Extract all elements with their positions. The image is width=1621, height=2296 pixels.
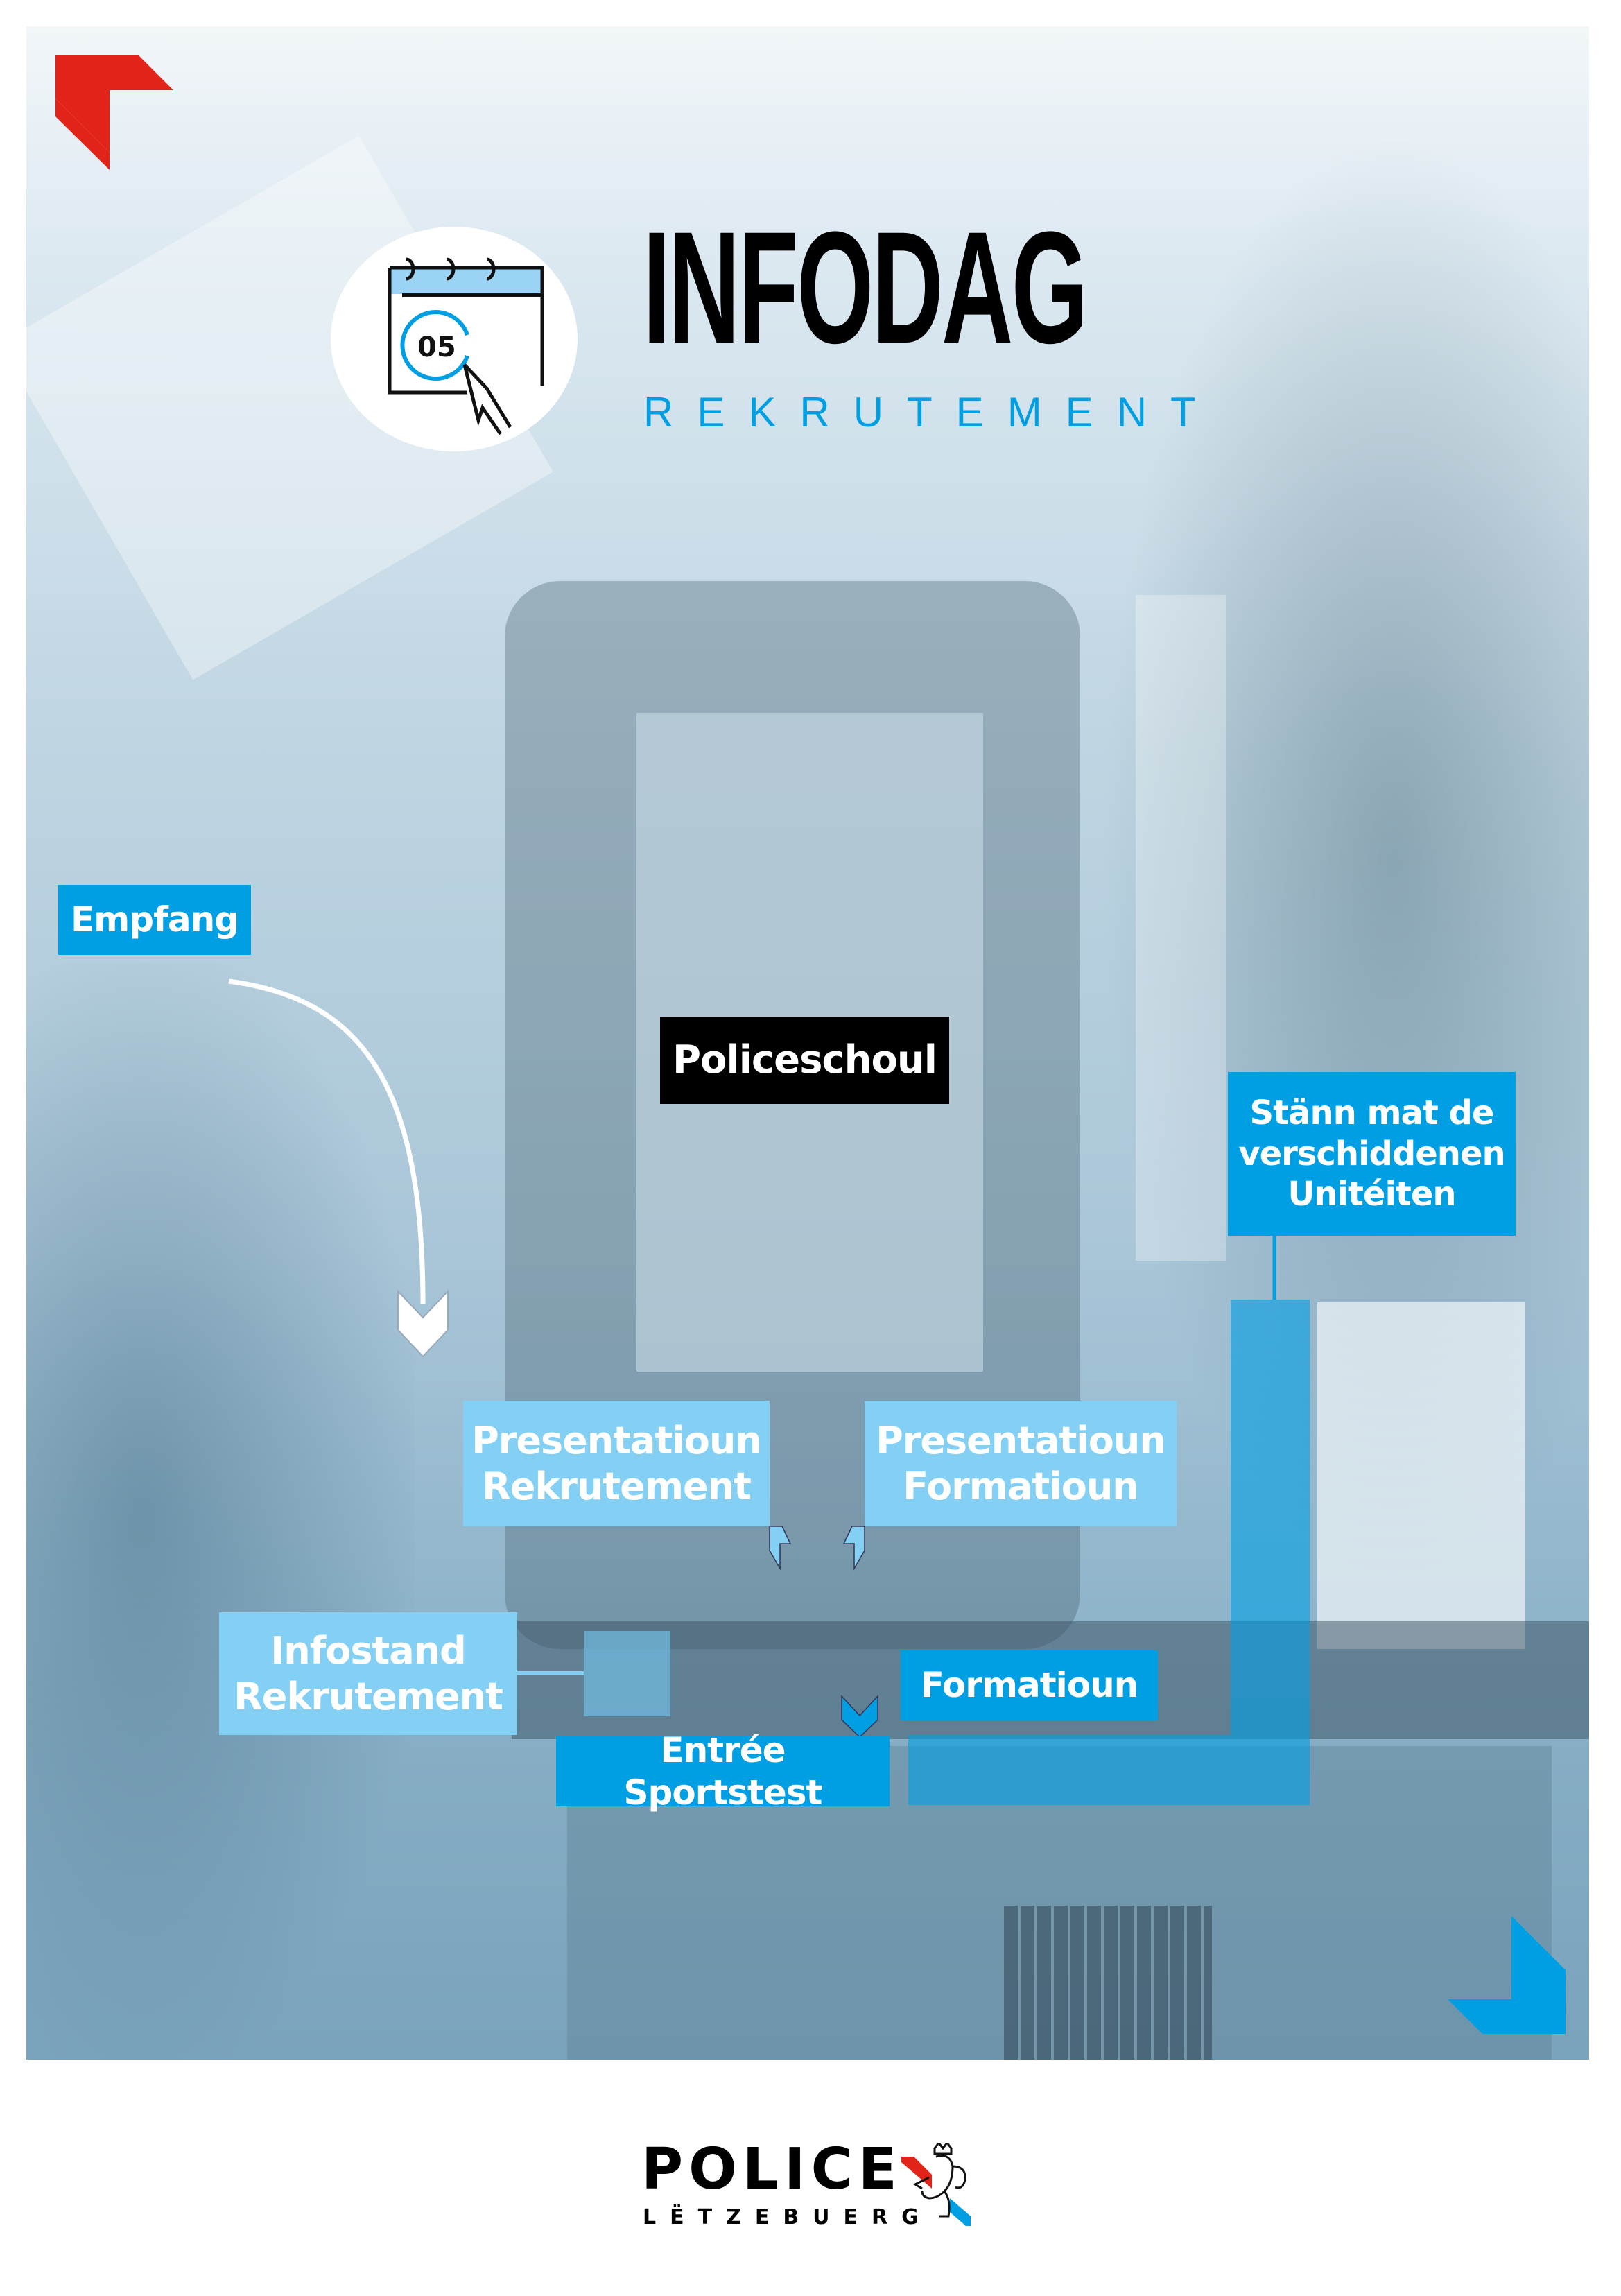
pres-form-line-1: Presentatioun bbox=[876, 1418, 1166, 1462]
calendar-day: 05 bbox=[417, 331, 456, 363]
logo-police: POLICE bbox=[641, 2137, 903, 2202]
lion-emblem-icon bbox=[901, 2143, 971, 2226]
solar-panels bbox=[1004, 1906, 1212, 2060]
trees-left bbox=[26, 963, 415, 2060]
page-subtitle: REKRUTEMENT bbox=[643, 389, 1220, 435]
label-stands: Stänn mat de verschiddenen Unitéiten bbox=[1228, 1072, 1516, 1236]
stands-line-2: verschiddenen bbox=[1238, 1134, 1505, 1173]
label-formatioun: Formatioun bbox=[901, 1650, 1158, 1720]
red-corner-icon bbox=[55, 55, 173, 170]
infostand-line-2: Rekrutement bbox=[234, 1674, 503, 1718]
infostand-line-1: Infostand bbox=[270, 1628, 467, 1673]
label-presentation-recruitment: Presentatioun Rekrutement bbox=[463, 1401, 770, 1526]
pres-form-line-2: Formatioun bbox=[903, 1464, 1138, 1508]
hall-right bbox=[1317, 1302, 1525, 1649]
pres-rek-line-2: Rekrutement bbox=[482, 1464, 752, 1508]
label-policeschoul: Policeschoul bbox=[660, 1017, 949, 1104]
label-infostand: Infostand Rekrutement bbox=[219, 1612, 517, 1735]
logo-letzebuerg: LËTZEBUERG bbox=[643, 2205, 933, 2229]
parking-lot bbox=[1136, 595, 1226, 1261]
label-entree-sportstest: Entrée Sportstest bbox=[556, 1730, 890, 1813]
label-empfang: Empfang bbox=[58, 885, 251, 955]
label-presentation-training: Presentatioun Formatioun bbox=[865, 1401, 1177, 1526]
stands-line-1: Stänn mat de bbox=[1249, 1094, 1495, 1133]
calendar-badge: 05 bbox=[331, 227, 578, 451]
blue-corner-icon bbox=[1448, 1916, 1566, 2034]
pres-rek-line-1: Presentatioun bbox=[471, 1418, 762, 1462]
stands-line-3: Unitéiten bbox=[1288, 1175, 1456, 1214]
